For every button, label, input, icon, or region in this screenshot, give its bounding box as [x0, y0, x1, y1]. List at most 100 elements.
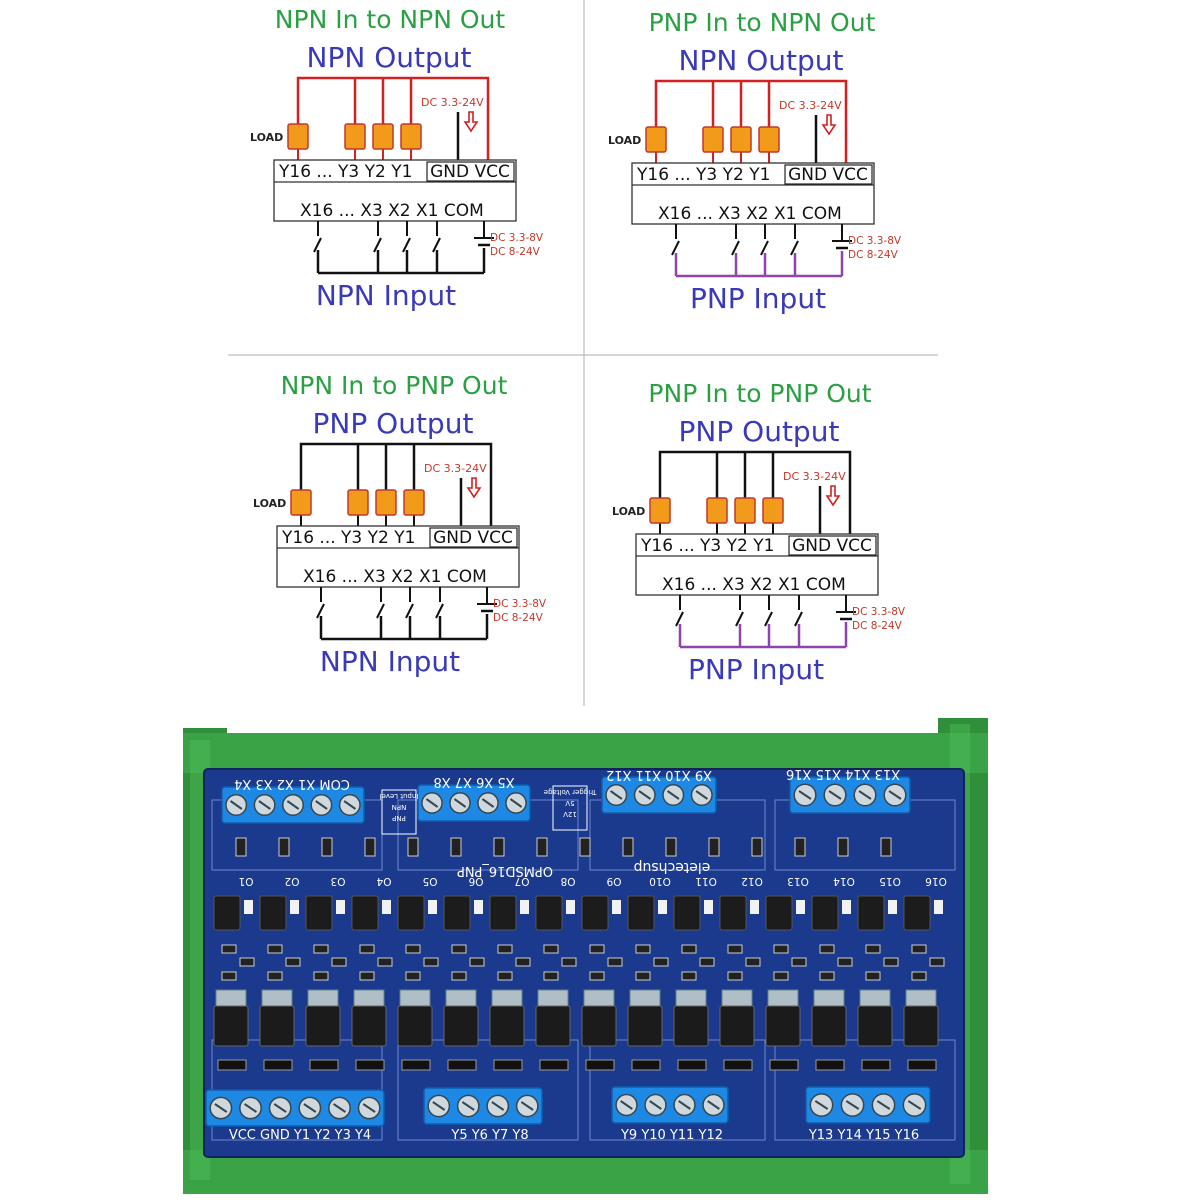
- mosfet-tab: [491, 989, 523, 1009]
- output-supply-label: DC 3.3-24V: [779, 99, 842, 112]
- output-supply-label: DC 3.3-24V: [783, 470, 846, 483]
- optocoupler: [719, 895, 747, 931]
- output-frame-wire: [299, 442, 493, 528]
- gnd-vcc-box: [426, 161, 515, 182]
- switch-blade: [764, 611, 773, 627]
- channel-label: O3: [331, 875, 346, 887]
- module-box: [276, 525, 520, 588]
- smd-resistor: [405, 944, 421, 954]
- smd-resistor: [239, 957, 255, 967]
- jumper-outline: [381, 789, 417, 835]
- smd-resistor: [708, 837, 720, 857]
- smd-resistor: [543, 944, 559, 954]
- input-terminals-label: X16 ... X3 X2 X1 COM: [300, 201, 484, 221]
- load-block: [403, 489, 425, 516]
- mosfet: [305, 1005, 341, 1047]
- channel-label: O15: [879, 875, 901, 887]
- status-led: [382, 900, 391, 914]
- mosfet-tab: [537, 989, 569, 1009]
- input-terminals-label: X16 ... X3 X2 X1 COM: [658, 204, 842, 224]
- diagram-title: NPN In to NPN Out: [275, 5, 506, 34]
- mosfet-tab: [445, 989, 477, 1009]
- screw-slot: [333, 1103, 346, 1113]
- smd-resistor: [819, 971, 835, 981]
- smd-resistor: [359, 971, 375, 981]
- mosfet-tab: [261, 989, 293, 1009]
- switch-blade: [790, 240, 799, 256]
- terminal-label: X13 X14 X15 X16: [786, 766, 900, 781]
- optocoupler: [443, 895, 471, 931]
- terminal-label: VCC GND Y1 Y2 Y3 Y4: [229, 1128, 371, 1143]
- smd-resistor: [579, 837, 591, 857]
- optocoupler: [673, 895, 701, 931]
- load-block: [762, 497, 784, 524]
- smd-resistor: [911, 971, 927, 981]
- optocoupler: [535, 895, 563, 931]
- output-frame-wire: [654, 79, 848, 165]
- mosfet-tab: [307, 989, 339, 1009]
- bottom-terminal-2: Y5 Y6 Y7 Y8: [423, 1087, 543, 1143]
- optocoupler: [213, 895, 241, 931]
- flyback-diode: [815, 1059, 845, 1071]
- flyback-diode: [539, 1059, 569, 1071]
- screw-slot: [638, 790, 652, 800]
- output-label: PNP Output: [679, 415, 840, 448]
- switch-blade: [373, 237, 382, 253]
- output-terminals-label: Y16 ... Y3 Y2 Y1: [281, 528, 415, 548]
- status-led: [612, 900, 621, 914]
- smd-resistor: [911, 944, 927, 954]
- module-box: [273, 159, 517, 222]
- status-led: [934, 900, 943, 914]
- jumper-outline: [552, 785, 588, 831]
- input-supply-label-1: DC 3.3-8V: [490, 232, 544, 244]
- smd-resistor: [635, 971, 651, 981]
- screw-slot: [244, 1103, 257, 1113]
- smd-resistor: [589, 944, 605, 954]
- screw-slot: [362, 1103, 376, 1113]
- screw-slot: [481, 798, 495, 808]
- channel-label: O9: [607, 875, 622, 887]
- smd-resistor: [497, 971, 513, 981]
- smd-resistor: [278, 837, 290, 857]
- status-led: [474, 900, 483, 914]
- smd-resistor: [313, 971, 329, 981]
- mosfet: [535, 1005, 571, 1047]
- smd-resistor: [451, 971, 467, 981]
- smd-resistor: [929, 957, 945, 967]
- mosfet-tab: [905, 989, 937, 1009]
- status-led: [520, 900, 529, 914]
- channel-label: O12: [741, 875, 763, 887]
- switch-blade: [760, 240, 769, 256]
- jumper-text: 12V: [563, 810, 577, 818]
- smd-resistor: [607, 957, 623, 967]
- output-supply-label: DC 3.3-24V: [421, 96, 484, 109]
- mosfet: [581, 1005, 617, 1047]
- gnd-vcc-label: GND VCC: [433, 528, 513, 548]
- terminal-body: [611, 1086, 729, 1124]
- channel-label: O2: [285, 875, 300, 887]
- smd-resistor: [727, 944, 743, 954]
- flyback-diode: [585, 1059, 615, 1071]
- flyback-diode: [907, 1059, 937, 1071]
- smd-resistor: [653, 957, 669, 967]
- terminal-label: Y5 Y6 Y7 Y8: [450, 1128, 528, 1143]
- mosfet-tab: [215, 989, 247, 1009]
- status-led: [796, 900, 805, 914]
- load-label: LOAD: [250, 131, 283, 144]
- smd-resistor: [235, 837, 247, 857]
- optocoupler: [627, 895, 655, 931]
- screw-slot: [666, 790, 680, 800]
- mosfet: [811, 1005, 847, 1047]
- load-block: [344, 123, 366, 150]
- input-supply-label-1: DC 3.3-8V: [852, 606, 906, 618]
- switch-blade: [405, 603, 414, 619]
- switch-blade: [313, 237, 322, 253]
- smd-resistor: [622, 837, 634, 857]
- smd-resistor: [451, 944, 467, 954]
